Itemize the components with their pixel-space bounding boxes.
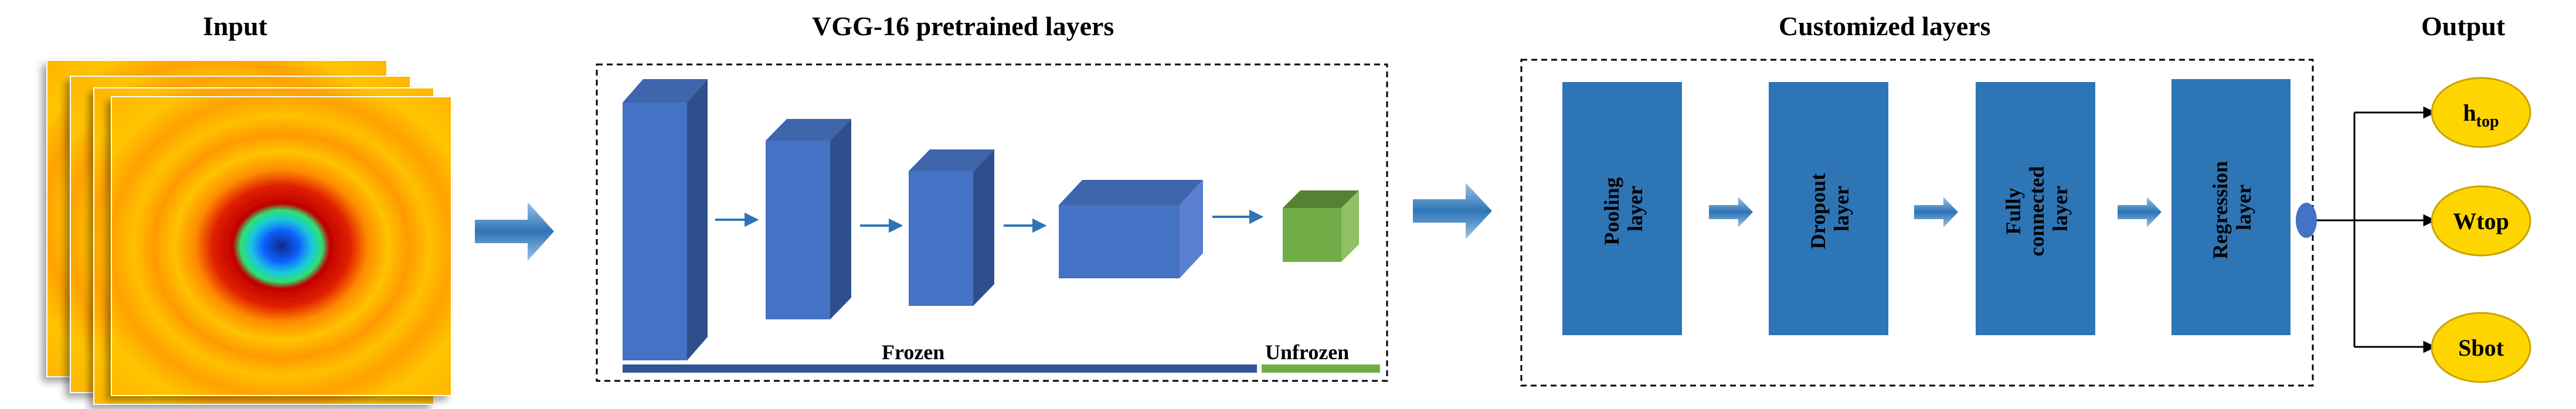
custom-layer-box: [1562, 82, 1682, 335]
input-title: Input: [203, 11, 267, 41]
vgg-block-4: [1059, 180, 1203, 278]
custom-layer-box: [1769, 82, 1888, 335]
vgg-frame: [596, 63, 1388, 382]
vgg-block-1: [623, 79, 708, 360]
custom-arrow: [2118, 197, 2162, 227]
vgg-block-unfrozen: [1283, 190, 1359, 262]
custom-layer-label: Fully connected layer: [2001, 161, 2072, 257]
custom-layer-label: Pooling layer: [1600, 172, 1647, 245]
output-sbot: [2431, 312, 2531, 383]
output-branches: [2317, 106, 2436, 353]
block-arrow: [475, 202, 554, 261]
custom-arrow: [1709, 197, 1753, 227]
vgg-block-3: [909, 149, 994, 306]
output-label-sbot: Sbot: [2458, 335, 2504, 361]
frozen-label: Frozen: [882, 340, 945, 364]
custom-layer-box: [2171, 79, 2290, 335]
input-image-stack: [46, 60, 452, 405]
custom-title: Customized layers: [1779, 11, 1991, 41]
output-title: Output: [2421, 11, 2506, 41]
vgg-small-arrows: [715, 209, 1264, 233]
output-label-htop: htop: [2463, 100, 2499, 131]
frozen-bar: [623, 364, 1257, 373]
vgg-block-2: [766, 119, 851, 319]
output-label-wtop: Wtop: [2453, 208, 2509, 234]
custom-arrow: [1914, 197, 1958, 227]
custom-layer-box: [1976, 82, 2095, 335]
unfrozen-label: Unfrozen: [1265, 340, 1350, 364]
custom-layer-label: Dropout layer: [1806, 168, 1853, 249]
output-htop: [2431, 77, 2531, 148]
output-node: [2296, 203, 2317, 238]
custom-layer-label: Regression layer: [2208, 156, 2255, 259]
output-wtop: [2431, 185, 2531, 257]
unfrozen-bar: [1262, 364, 1380, 373]
vgg-title: VGG-16 pretrained layers: [812, 11, 1114, 41]
block-arrow: [1413, 183, 1492, 239]
input-image-front: [111, 96, 452, 396]
